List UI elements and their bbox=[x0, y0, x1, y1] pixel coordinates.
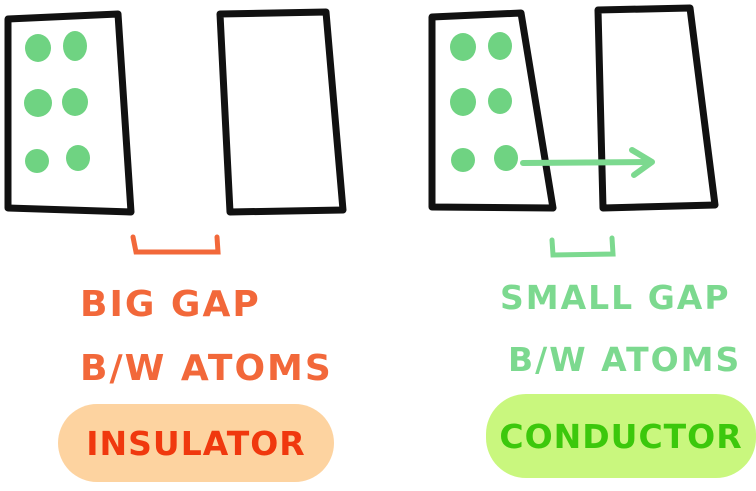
insulator-atom-left bbox=[4, 10, 135, 216]
electron bbox=[450, 33, 476, 61]
conductor-atom-right bbox=[594, 4, 719, 212]
electron bbox=[488, 32, 512, 60]
electron bbox=[62, 88, 88, 116]
small-gap-bracket bbox=[549, 235, 616, 258]
between-atoms-label-insulator: B/W ATOMS bbox=[80, 348, 333, 389]
electron bbox=[488, 88, 512, 114]
electron bbox=[63, 31, 87, 61]
conductor-atom-left bbox=[428, 9, 557, 212]
big-gap-label: BIG GAP bbox=[80, 284, 261, 325]
insulator-atom-right bbox=[216, 8, 347, 216]
insulator-badge: INSULATOR bbox=[58, 404, 334, 482]
small-gap-label: SMALL GAP bbox=[500, 278, 731, 317]
big-gap-bracket bbox=[130, 234, 221, 255]
electron bbox=[24, 89, 52, 117]
between-atoms-label-conductor: B/W ATOMS bbox=[508, 340, 742, 379]
electron bbox=[25, 34, 51, 62]
electron-flow-arrow bbox=[520, 147, 655, 178]
electron bbox=[494, 145, 518, 171]
electron bbox=[66, 145, 90, 171]
electron bbox=[25, 149, 49, 173]
conductor-badge: CONDUCTOR bbox=[486, 394, 756, 478]
electron bbox=[451, 148, 475, 172]
electron bbox=[450, 88, 476, 116]
